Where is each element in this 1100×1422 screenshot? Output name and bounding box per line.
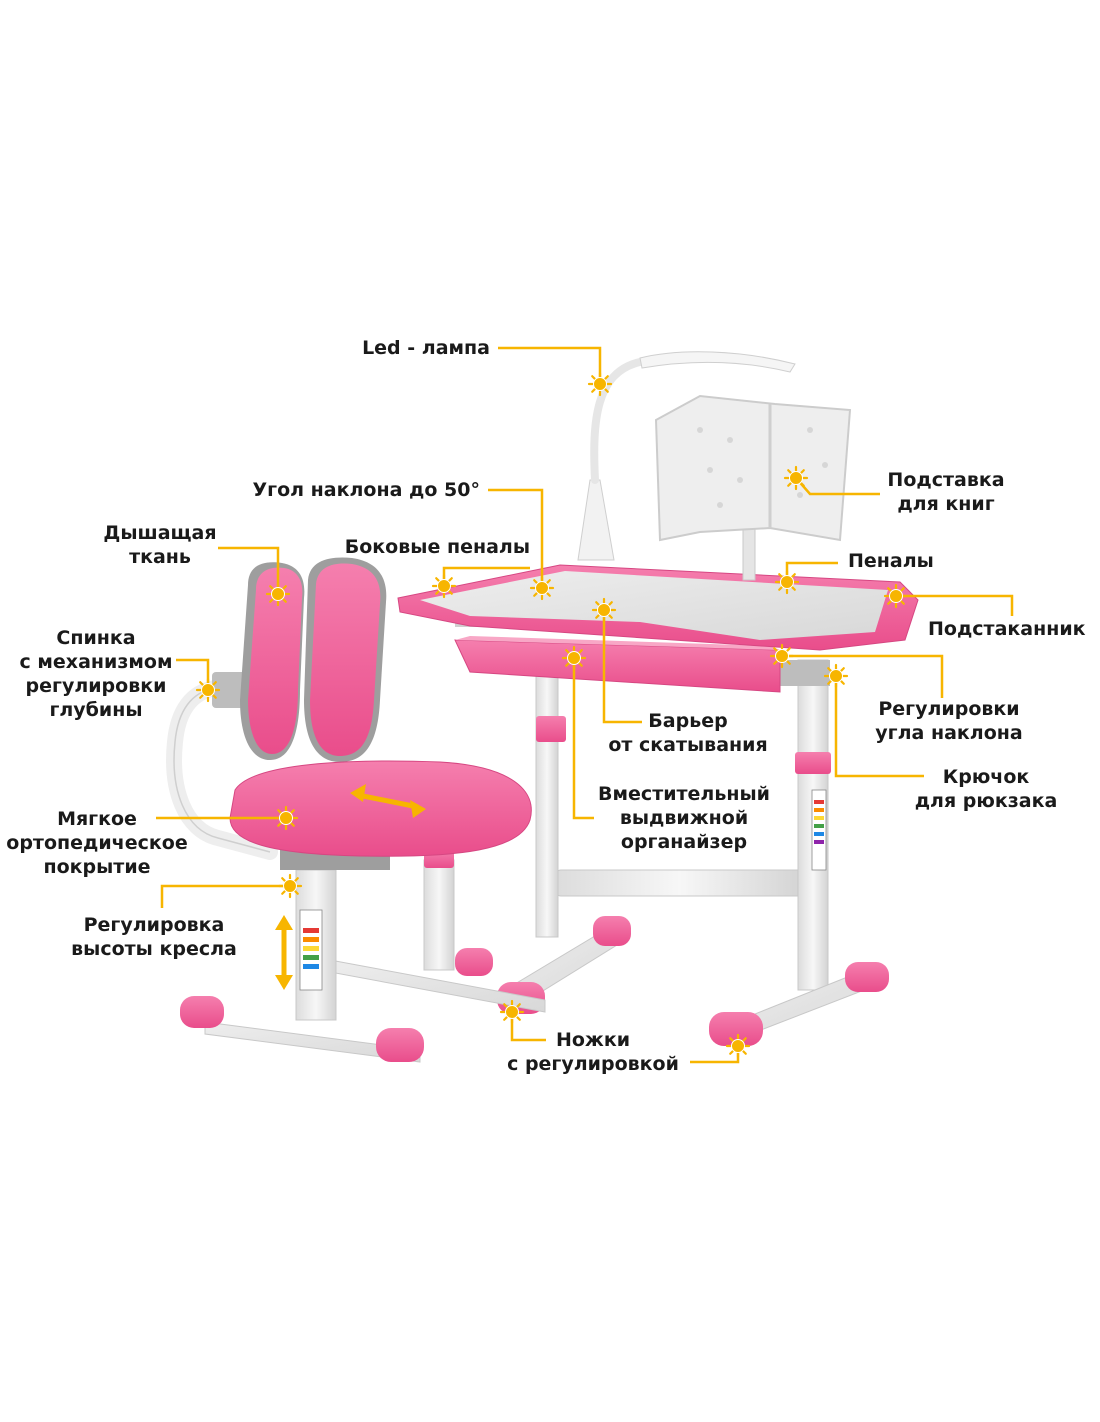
label-side-cases: Боковые пеналы xyxy=(330,535,530,559)
label-line: Ножки xyxy=(555,1029,631,1051)
label-line: Вместительный xyxy=(598,783,770,805)
book-stand-board xyxy=(654,394,852,542)
label-backrest: Спинка с механизмом регулировки глубины xyxy=(14,626,178,722)
sun-marker-icon xyxy=(883,583,909,609)
sun-marker-icon xyxy=(431,573,457,599)
sun-marker-icon xyxy=(499,999,525,1025)
label-pencil-cases: Пеналы xyxy=(848,549,968,573)
chair-foot-cap-left xyxy=(180,996,224,1028)
label-backpack-hook: Крючок для рюкзака xyxy=(904,765,1068,813)
label-line: с механизмом xyxy=(19,651,173,673)
label-cup-holder: Подстаканник xyxy=(928,617,1088,641)
label-line: Мягкое xyxy=(57,808,137,830)
label-led-lamp: Led - лампа xyxy=(330,336,490,360)
label-soft-cover: Мягкое ортопедическое покрытие xyxy=(6,807,188,879)
callout-markers xyxy=(195,371,909,1059)
label-breathable-fabric: Дышащая ткань xyxy=(90,521,230,569)
label-line: глубины xyxy=(49,699,143,721)
label-organizer: Вместительный выдвижной органайзер xyxy=(592,782,776,854)
label-line: Регулировка xyxy=(83,914,225,936)
sun-marker-icon xyxy=(561,645,587,671)
label-line: ортопедическое xyxy=(6,832,188,854)
label-line: покрытие xyxy=(43,856,151,878)
label-line: для книг xyxy=(897,493,995,515)
chair xyxy=(166,557,546,1063)
sun-marker-icon xyxy=(529,575,555,601)
line-tilt-angle xyxy=(488,488,544,588)
sun-marker-icon xyxy=(277,873,303,899)
sun-marker-icon xyxy=(783,465,809,491)
label-line: Барьер xyxy=(648,710,728,732)
sun-marker-icon xyxy=(273,805,299,831)
label-book-stand: Подставка для книг xyxy=(868,468,1024,516)
desk-crossbar xyxy=(554,869,806,897)
label-text: Угол наклона до 50° xyxy=(252,479,481,501)
double-arrow-horizontal-icon xyxy=(350,784,426,818)
book-stand-dots xyxy=(697,427,828,508)
sun-marker-icon xyxy=(774,569,800,595)
line-barrier xyxy=(602,610,642,724)
label-line: с регулировкой xyxy=(507,1053,679,1075)
label-line: угла наклона xyxy=(875,722,1023,744)
chair-foot xyxy=(204,1021,421,1063)
label-seat-height: Регулировка высоты кресла xyxy=(66,913,242,961)
sun-marker-icon xyxy=(265,581,291,607)
line-hook xyxy=(834,676,924,778)
label-tilt-adjust: Регулировки угла наклона xyxy=(866,697,1032,745)
seat-cushion xyxy=(229,760,532,857)
sun-marker-icon xyxy=(195,677,221,703)
chair-rear-cap xyxy=(455,948,493,976)
label-line: высоты кресла xyxy=(71,938,237,960)
desk-foot-right xyxy=(709,962,889,1046)
line-cup-holder xyxy=(896,594,1014,616)
label-line: Регулировки xyxy=(878,698,1020,720)
sun-marker-icon xyxy=(587,371,613,397)
label-adjustable-feet: Ножки с регулировкой xyxy=(500,1028,686,1076)
desk-leg-left xyxy=(535,671,559,938)
line-seat-height xyxy=(160,884,290,908)
label-tilt-angle: Угол наклона до 50° xyxy=(230,478,481,502)
label-text: Боковые пеналы xyxy=(344,536,530,558)
line-led-lamp xyxy=(498,346,602,384)
led-lamp-head xyxy=(639,351,796,373)
label-text: Led - лампа xyxy=(362,337,490,359)
label-line: Спинка xyxy=(56,627,136,649)
sun-marker-icon xyxy=(591,597,617,623)
desk-leg-right-collar xyxy=(795,752,831,774)
line-tilt-adjust xyxy=(782,654,944,698)
line-breathable xyxy=(218,546,280,594)
label-text: Подстаканник xyxy=(928,618,1086,640)
label-line: ткань xyxy=(129,546,191,568)
line-organizer xyxy=(572,658,594,820)
label-line: Крючок xyxy=(942,766,1030,788)
desk-leg-left-collar xyxy=(536,716,566,742)
label-line: регулировки xyxy=(25,675,167,697)
label-line: выдвижной xyxy=(619,807,749,829)
double-arrow-vertical-icon xyxy=(275,915,293,990)
chair-scale-stripes xyxy=(303,928,319,969)
led-lamp-base xyxy=(577,479,615,561)
label-line: для рюкзака xyxy=(914,790,1058,812)
desk xyxy=(397,351,919,1046)
label-line: Подставка xyxy=(887,469,1005,491)
label-line: от скатывания xyxy=(608,734,768,756)
sun-marker-icon xyxy=(725,1033,751,1059)
led-lamp-neck xyxy=(590,358,644,484)
label-text: Пеналы xyxy=(848,550,934,572)
organizer-drawer xyxy=(454,639,781,693)
chair-column-rear xyxy=(423,859,455,971)
label-line: Дышащая xyxy=(103,522,217,544)
label-line: органайзер xyxy=(620,831,748,853)
desk-scale-stripes xyxy=(814,800,824,844)
sun-marker-icon xyxy=(823,663,849,689)
sun-marker-icon xyxy=(769,643,795,669)
label-anti-roll-barrier: Барьер от скатывания xyxy=(600,709,776,757)
chair-foot-cap-right xyxy=(376,1028,424,1062)
